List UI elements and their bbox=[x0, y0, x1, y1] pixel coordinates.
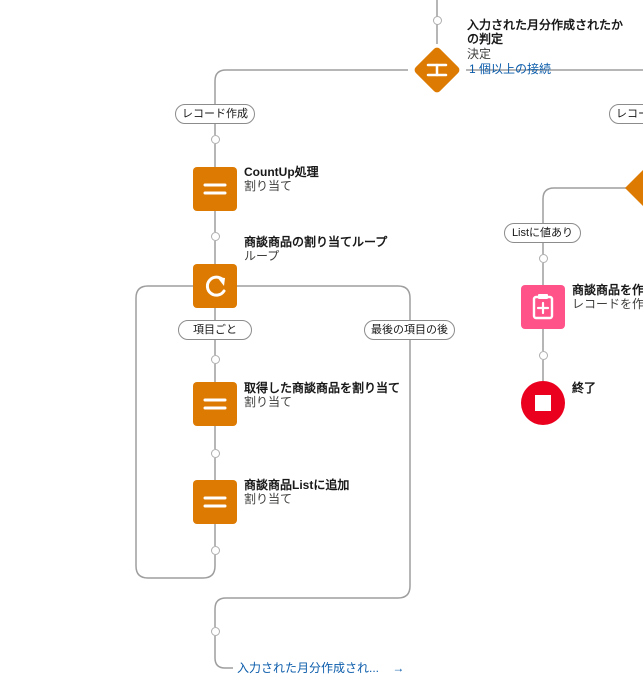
create-record-title: 商談商品を作 bbox=[572, 283, 643, 297]
connector-dot[interactable] bbox=[211, 355, 220, 364]
decision-icon bbox=[414, 47, 460, 93]
equals-icon bbox=[203, 496, 227, 508]
equals-icon bbox=[203, 183, 227, 195]
loop-type: ループ bbox=[244, 249, 280, 263]
create-record-type: レコードを作 bbox=[572, 297, 643, 311]
decision-title-line2: の判定 bbox=[467, 32, 504, 46]
loop-path-after-last[interactable]: 最後の項目の後 bbox=[364, 320, 455, 340]
connector-dot[interactable] bbox=[539, 254, 548, 263]
connector-dot[interactable] bbox=[539, 351, 548, 360]
branch-label-right[interactable]: レコー bbox=[609, 104, 643, 124]
connector-dot[interactable] bbox=[211, 232, 220, 241]
countup-type: 割り当て bbox=[244, 179, 293, 193]
decision-type: 決定 bbox=[467, 47, 492, 61]
assign-item-title: 取得した商談商品を割り当て bbox=[244, 381, 401, 395]
branch-label-list-has-value[interactable]: Listに値あり bbox=[504, 223, 581, 243]
create-record-node[interactable] bbox=[521, 285, 565, 329]
loop-title: 商談商品の割り当てループ bbox=[244, 235, 388, 249]
assign-item-type: 割り当て bbox=[244, 395, 293, 409]
countup-assignment-node[interactable] bbox=[193, 167, 237, 211]
goto-decision-link[interactable]: 入力された月分作成され... → bbox=[237, 661, 404, 675]
loop-refresh-icon bbox=[205, 275, 226, 297]
add-list-type: 割り当て bbox=[244, 492, 293, 506]
goto-decision-label: 入力された月分作成され... bbox=[237, 661, 380, 675]
connector-dot[interactable] bbox=[211, 135, 220, 144]
loop-node[interactable] bbox=[193, 264, 237, 308]
end-node[interactable] bbox=[521, 381, 565, 425]
connector-dot[interactable] bbox=[433, 16, 442, 25]
stop-square-icon bbox=[521, 381, 565, 425]
add-list-node[interactable] bbox=[193, 480, 237, 524]
countup-title: CountUp処理 bbox=[244, 165, 319, 179]
decision-node[interactable] bbox=[408, 41, 466, 99]
connector-dot[interactable] bbox=[211, 546, 220, 555]
assign-item-node[interactable] bbox=[193, 382, 237, 426]
equals-icon bbox=[203, 398, 227, 410]
connector-dot[interactable] bbox=[211, 449, 220, 458]
arrow-right-icon: → bbox=[392, 661, 405, 675]
end-label: 終了 bbox=[572, 381, 597, 395]
loop-path-each-item[interactable]: 項目ごと bbox=[178, 320, 252, 340]
clipboard-plus-icon bbox=[532, 294, 554, 320]
connector-dot[interactable] bbox=[211, 627, 220, 636]
decision-icon bbox=[625, 170, 643, 206]
decision-connections-link[interactable]: 1 個以上の接続 bbox=[469, 62, 552, 76]
decision-title: 入力された月分作成されたか bbox=[467, 18, 624, 32]
add-list-title: 商談商品Listに追加 bbox=[244, 478, 350, 492]
branch-label-record-create[interactable]: レコード作成 bbox=[175, 104, 255, 124]
